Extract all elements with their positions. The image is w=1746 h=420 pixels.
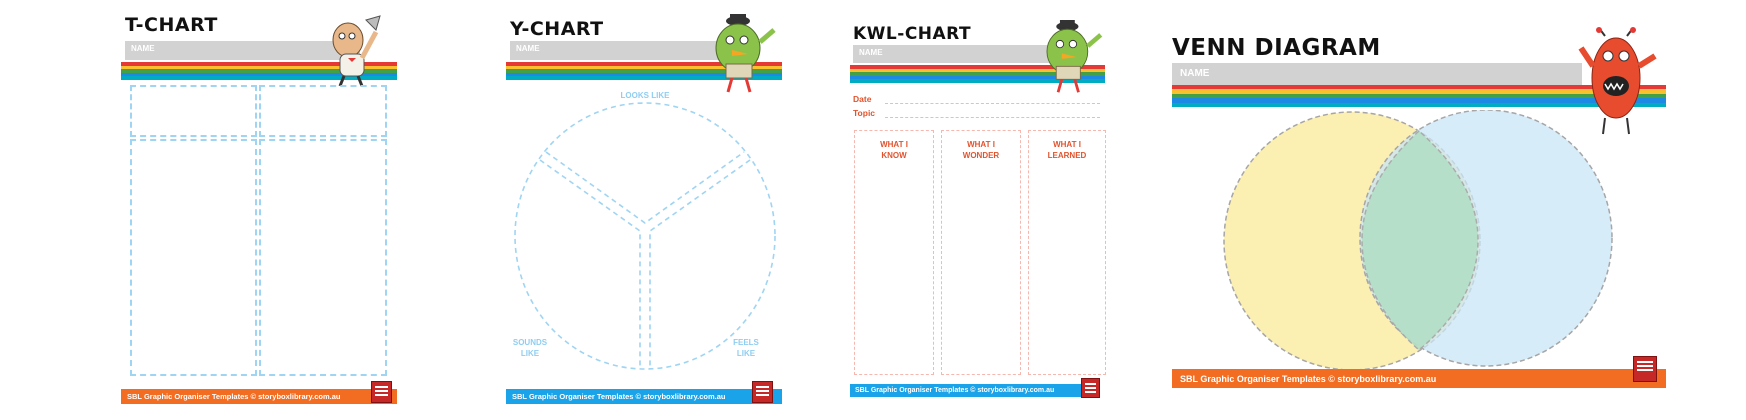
kwl-chart-title: KWL-CHART — [853, 24, 972, 44]
y-chart-label-looks-like: LOOKS LIKE — [620, 91, 670, 100]
kwl-chart-rainbow-stripe — [850, 65, 1105, 83]
kwl-column-know-header: WHAT I KNOW — [880, 140, 908, 160]
green-bird-hat-icon — [1038, 20, 1106, 96]
venn-circles[interactable] — [1222, 109, 1615, 372]
venn-rainbow-stripe — [1172, 85, 1666, 108]
kwl-chart-name-field[interactable]: NAME — [853, 45, 1053, 63]
venn-footer-text: SBL Graphic Organiser Templates © storyb… — [1180, 373, 1437, 384]
kwl-topic-label: Topic — [853, 108, 876, 118]
kwl-chart-footer-text: SBL Graphic Organiser Templates © storyb… — [855, 387, 1055, 394]
venn-overlap — [1361, 129, 1479, 351]
kwl-chart-footer: SBL Graphic Organiser Templates © storyb… — [850, 384, 1088, 397]
t-chart-footer-text: SBL Graphic Organiser Templates © storyb… — [127, 392, 341, 401]
kwl-column-know[interactable]: WHAT I KNOW — [854, 130, 934, 375]
kwl-date-label: Date — [853, 94, 872, 104]
storybox-logo-icon — [752, 381, 773, 403]
t-chart-right-column[interactable] — [259, 139, 387, 376]
venn-diagram-title: VENN DIAGRAM — [1172, 35, 1381, 61]
kwl-column-learned[interactable]: WHAT I LEARNED — [1028, 130, 1106, 375]
t-chart-left-header-box[interactable] — [130, 85, 257, 137]
t-chart-footer: SBL Graphic Organiser Templates © storyb… — [121, 389, 397, 404]
storybox-logo-icon — [1633, 356, 1657, 382]
storybox-logo-icon — [371, 381, 392, 403]
red-monster-icon — [1575, 26, 1665, 144]
t-chart-title: T-CHART — [125, 14, 218, 36]
y-chart-footer: SBL Graphic Organiser Templates © storyb… — [506, 389, 782, 404]
y-chart-label-sounds-like: SOUNDS LIKE — [512, 338, 548, 358]
waving-man-icon — [318, 14, 390, 88]
green-bird-hat-icon — [708, 14, 778, 96]
kwl-column-wonder[interactable]: WHAT I WONDER — [941, 130, 1021, 375]
t-chart-left-column[interactable] — [130, 139, 257, 376]
y-chart-rainbow-stripe — [506, 62, 782, 80]
y-chart-circle-diagram[interactable] — [512, 100, 778, 372]
venn-footer: SBL Graphic Organiser Templates © storyb… — [1172, 369, 1666, 388]
storybox-logo-icon — [1081, 378, 1100, 398]
y-chart-name-field[interactable]: NAME — [510, 41, 732, 60]
kwl-column-learned-header: WHAT I LEARNED — [1047, 140, 1087, 160]
kwl-date-field[interactable] — [885, 103, 1100, 104]
t-chart-rainbow-stripe — [121, 62, 397, 80]
venn-name-field[interactable]: NAME — [1172, 63, 1582, 85]
y-chart-label-feels-like: FEELS LIKE — [733, 338, 759, 358]
kwl-column-wonder-header: WHAT I WONDER — [962, 140, 1000, 160]
y-chart-title: Y-CHART — [510, 18, 604, 40]
y-chart-footer-text: SBL Graphic Organiser Templates © storyb… — [512, 392, 726, 401]
t-chart-right-header-box[interactable] — [259, 85, 387, 137]
kwl-topic-field[interactable] — [885, 117, 1100, 118]
t-chart-name-field[interactable]: NAME — [125, 41, 360, 60]
